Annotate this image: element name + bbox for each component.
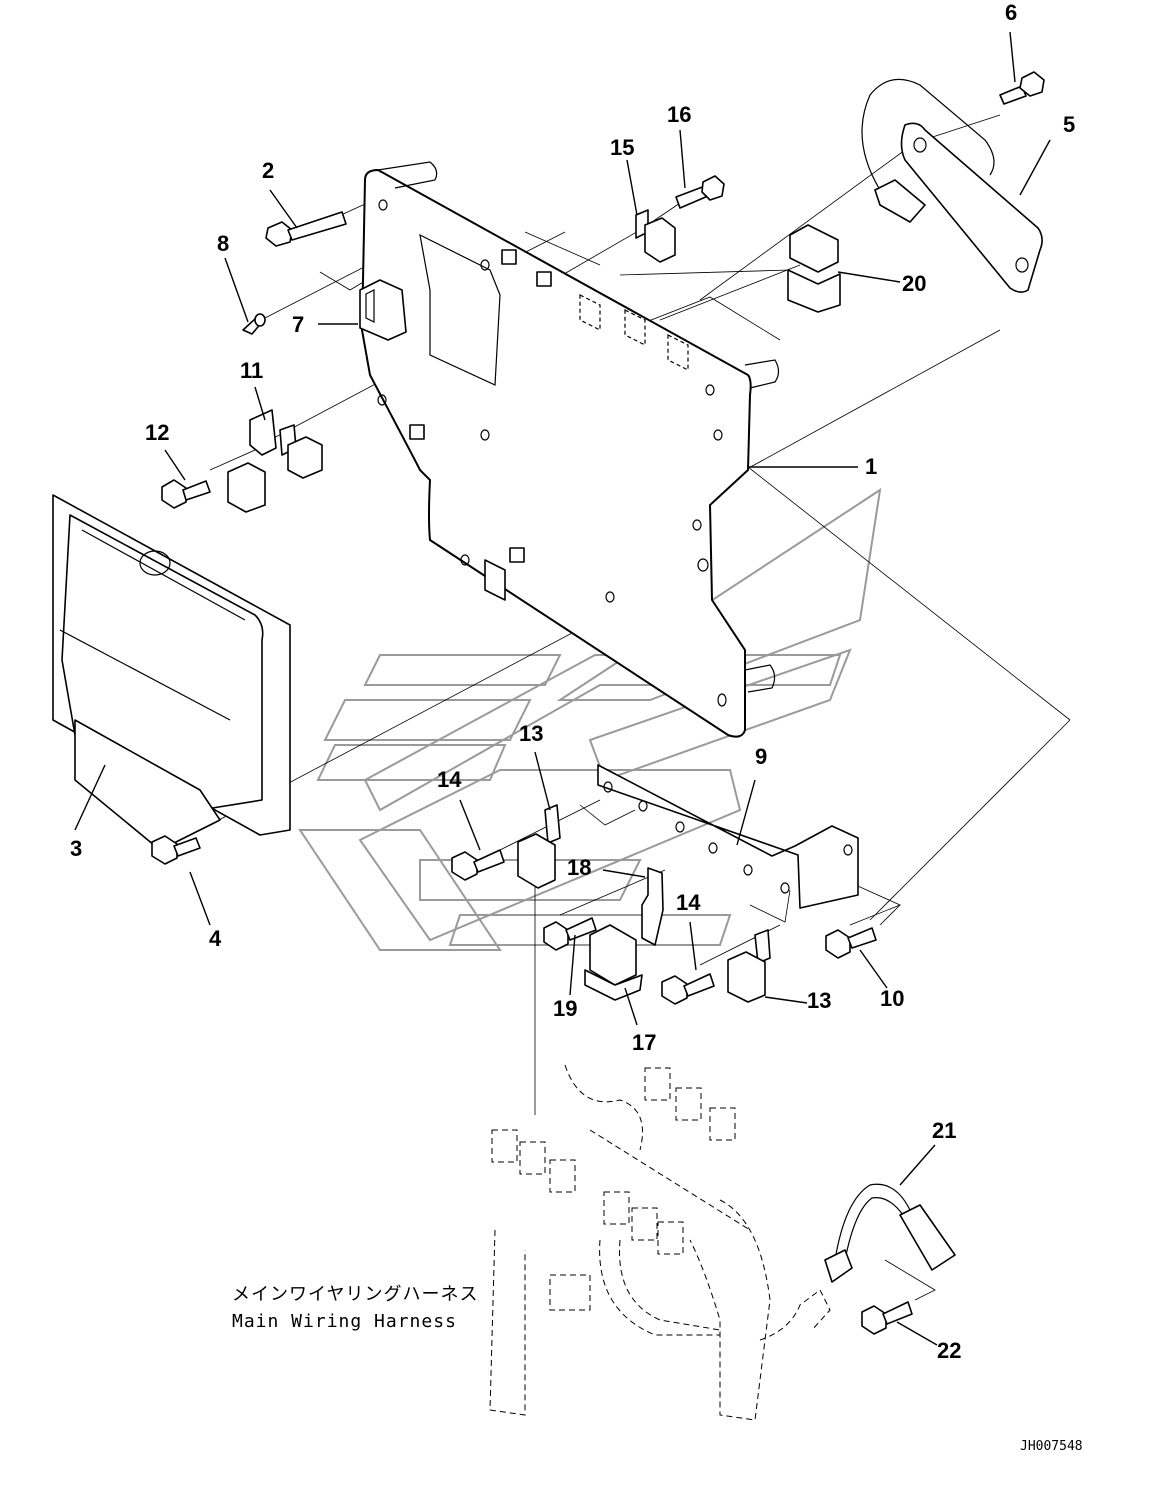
harness-caption: メインワイヤリングハーネス Main Wiring Harness <box>232 1284 478 1332</box>
callout-16: 16 <box>667 102 691 127</box>
part-1-mounting-plate <box>360 161 780 738</box>
callout-13-lower: 13 <box>807 988 831 1013</box>
callout-8: 8 <box>217 231 229 256</box>
callout-21: 21 <box>932 1118 956 1143</box>
part-18-bracket <box>641 867 664 946</box>
callout-3: 3 <box>70 836 82 861</box>
callout-7: 7 <box>292 312 304 337</box>
part-2-bolt <box>265 211 347 247</box>
caption-english: Main Wiring Harness <box>232 1311 457 1332</box>
callout-4: 4 <box>209 926 222 951</box>
callout-9: 9 <box>755 744 767 769</box>
part-22-bolt <box>861 1301 913 1335</box>
callout-6: 6 <box>1005 0 1017 25</box>
part-11-relay <box>227 409 323 513</box>
part-17-relay <box>584 924 643 1001</box>
part-16-bolt <box>675 175 725 209</box>
watermark-logo <box>298 487 882 951</box>
part-19-bolt <box>543 917 597 951</box>
part-13-relay-lower <box>727 929 771 1003</box>
callout-20: 20 <box>902 271 926 296</box>
caption-japanese: メインワイヤリングハーネス <box>232 1284 478 1305</box>
callout-18: 18 <box>567 855 591 880</box>
callout-15: 15 <box>610 135 634 160</box>
part-7-connector <box>359 279 407 341</box>
part-10-bolt <box>825 927 877 959</box>
part-14-bolt-upper <box>451 849 505 881</box>
callout-1: 1 <box>865 454 877 479</box>
callout-14-upper: 14 <box>437 767 462 792</box>
part-21-harness <box>824 1183 956 1283</box>
part-3-controller <box>52 494 291 851</box>
callout-17: 17 <box>632 1030 656 1055</box>
main-wiring-harness <box>489 1064 831 1421</box>
callout-2: 2 <box>262 158 274 183</box>
callout-10: 10 <box>880 986 904 1011</box>
callout-14-lower: 14 <box>676 890 701 915</box>
part-13-relay-upper <box>517 804 561 889</box>
part-14-bolt-lower <box>661 973 715 1005</box>
part-15-relay <box>635 209 676 263</box>
callout-22: 22 <box>937 1338 961 1363</box>
part-6-bolt <box>999 71 1045 105</box>
callout-11: 11 <box>240 358 263 383</box>
part-8-clip <box>242 313 266 335</box>
callout-5: 5 <box>1063 112 1075 137</box>
part-12-bolt <box>161 479 211 509</box>
part-5-sensor-bracket <box>861 78 1043 293</box>
callout-12: 12 <box>145 420 169 445</box>
callout-19: 19 <box>553 996 577 1021</box>
part-4-bolt <box>151 835 201 865</box>
callout-labels: 1 2 3 4 5 6 7 8 9 10 11 12 13 13 14 14 1… <box>70 0 1075 1363</box>
part-9-bracket <box>597 764 859 909</box>
part-20-relay <box>787 224 841 313</box>
callout-13-upper: 13 <box>519 721 543 746</box>
drawing-number: JH007548 <box>1020 1439 1083 1454</box>
leader-lines <box>74 31 1051 1346</box>
